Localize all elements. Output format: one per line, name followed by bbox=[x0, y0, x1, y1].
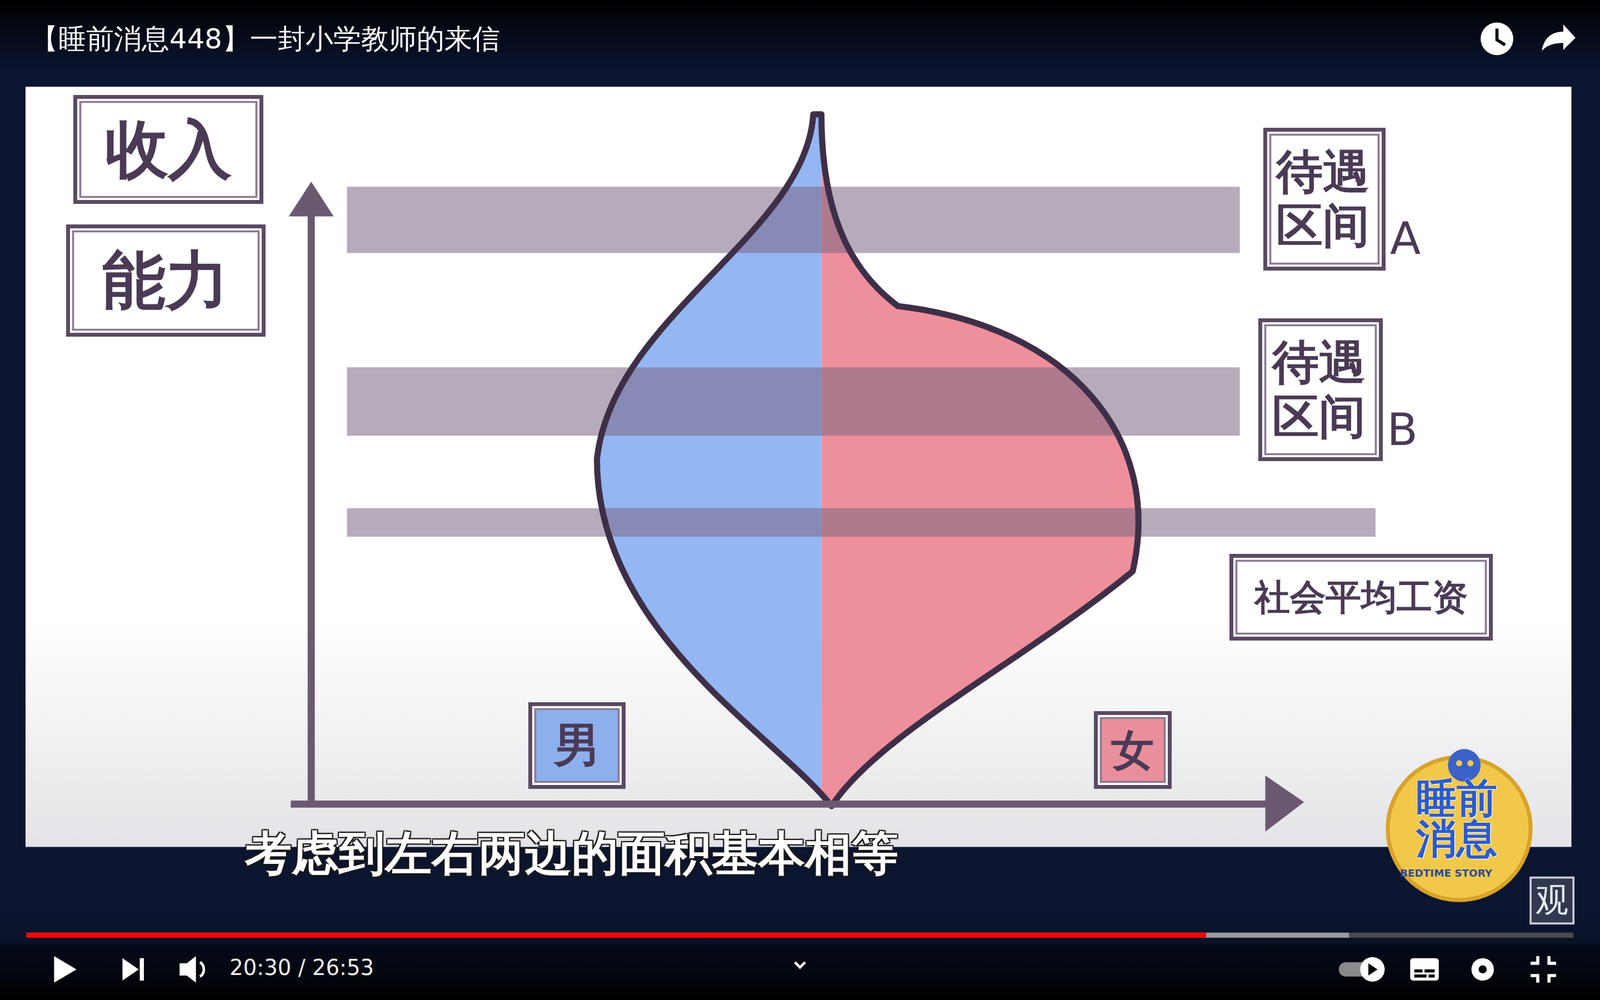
category-box: 男 bbox=[528, 702, 625, 789]
box-label: 待遇 区间 bbox=[1272, 335, 1369, 444]
logo-subtext: BEDTIME STORY bbox=[1400, 867, 1493, 879]
box-label: 待遇 区间 bbox=[1276, 145, 1373, 253]
category-box: 女 bbox=[1093, 711, 1172, 789]
channel-logo: 睡前消息 bbox=[1416, 777, 1500, 860]
axis-label-box: 收入 bbox=[73, 95, 264, 205]
video-title: 【睡前消息448】一封小学教师的来信 bbox=[30, 20, 500, 58]
band-letter: B bbox=[1386, 403, 1418, 456]
band-label-box: 待遇 区间A bbox=[1263, 127, 1386, 271]
watermark: 观 bbox=[1530, 879, 1574, 920]
band-letter: A bbox=[1390, 212, 1421, 265]
box-label: 社会平均工资 bbox=[1254, 576, 1468, 618]
time-display: 20:30 / 26:53 bbox=[229, 955, 374, 980]
box-label: 能力 bbox=[102, 244, 229, 318]
box-label: 女 bbox=[1111, 725, 1154, 775]
band-label-box: 社会平均工资 bbox=[1229, 553, 1493, 641]
axis-label-box: 能力 bbox=[66, 224, 265, 337]
box-label: 男 bbox=[553, 718, 601, 773]
band-label-box: 待遇 区间B bbox=[1258, 318, 1383, 462]
box-label: 收入 bbox=[105, 113, 232, 187]
subtitle: 考虑到左右两边的面积基本相等 bbox=[245, 822, 899, 886]
